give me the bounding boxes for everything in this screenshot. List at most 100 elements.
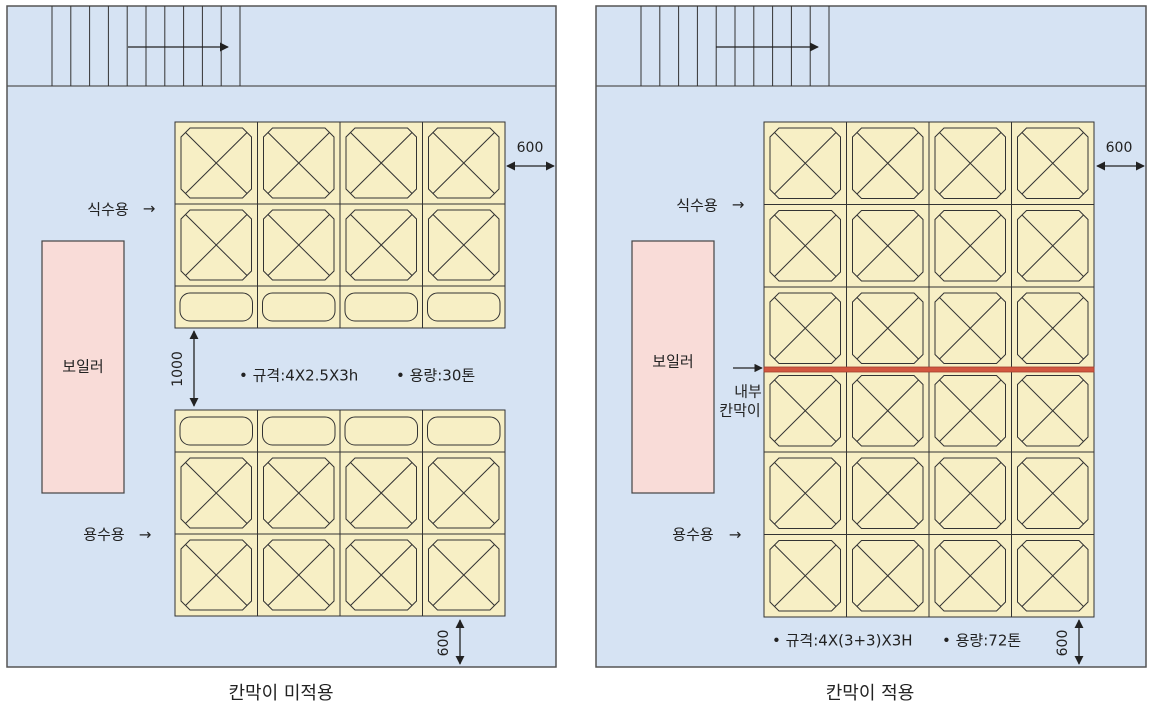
panel-reinforcement (852, 540, 924, 612)
panel-brace (267, 132, 330, 194)
panel-reinforcement (345, 127, 417, 199)
drinking-label: 식수용 (676, 197, 717, 215)
panel-reinforcement (934, 375, 1006, 447)
panel-brace (856, 379, 919, 442)
panel-brace (267, 214, 330, 276)
panel-reinforcement (1017, 292, 1089, 364)
panel-reinforcement (345, 539, 417, 611)
panel-brace (432, 214, 495, 276)
caption-no-partition: 칸막이 미적용 (228, 683, 333, 704)
panel-brace (774, 462, 837, 525)
utility-arrow: → (139, 526, 152, 544)
panel-reinforcement (180, 127, 252, 199)
panel-brace (350, 462, 413, 524)
partition-label-line1: 내부 (734, 383, 762, 401)
spec-text: • 규격:4X(3+3)X3H (772, 632, 913, 650)
bottom-clearance-value: 600 (1055, 630, 1071, 657)
caption-with-partition: 칸막이 적용 (826, 683, 915, 704)
capacity-text: • 용량:72톤 (942, 632, 1021, 650)
panel-brace (267, 462, 330, 524)
panel-brace (774, 544, 837, 607)
panel-brace (432, 462, 495, 524)
panel-reinforcement (428, 127, 500, 199)
panel-brace (939, 214, 1002, 277)
panel-with-partition: 보일러 내부 칸막이 식수용 → 용수용 → 600 • 규격:4X(3+3)X… (595, 5, 1147, 704)
panel-reinforcement (769, 375, 841, 447)
panel-brace (267, 544, 330, 606)
panel-brace (185, 462, 248, 524)
stairs (51, 6, 241, 86)
panel-brace (774, 379, 837, 442)
panel-brace (432, 132, 495, 194)
tank-gap-value: 1000 (170, 351, 186, 387)
panel-brace (856, 132, 919, 195)
panel-brace (350, 544, 413, 606)
panel-reinforcement (852, 375, 924, 447)
panel-brace (1021, 132, 1084, 195)
panel-brace (774, 297, 837, 360)
panel-rib (262, 292, 336, 322)
panel-rib (344, 416, 418, 446)
panel-reinforcement (1017, 457, 1089, 529)
combined-water-tank (763, 121, 1095, 618)
panel-reinforcement (934, 457, 1006, 529)
panel-reinforcement (852, 127, 924, 199)
panel-reinforcement (263, 539, 335, 611)
panel-reinforcement (852, 210, 924, 282)
panel-reinforcement (769, 540, 841, 612)
panel-reinforcement (345, 457, 417, 529)
panel-brace (1021, 214, 1084, 277)
boiler (41, 240, 125, 494)
partition-label-line2: 칸막이 (719, 402, 760, 420)
panel-reinforcement (769, 457, 841, 529)
drinking-label: 식수용 (87, 201, 128, 219)
panel-brace (350, 214, 413, 276)
boiler (631, 240, 715, 494)
panel-brace (856, 297, 919, 360)
spec-text: • 규격:4X2.5X3h (239, 367, 358, 385)
panel-rib (427, 292, 501, 322)
drinking-water-tank (174, 121, 506, 329)
panel-brace (185, 214, 248, 276)
panel-brace (939, 297, 1002, 360)
drinking-arrow: → (732, 196, 745, 214)
utility-arrow: → (729, 526, 742, 544)
panel-reinforcement (769, 210, 841, 282)
panel-brace (350, 132, 413, 194)
panel-reinforcement (852, 457, 924, 529)
utility-label: 용수용 (672, 526, 713, 544)
panel-reinforcement (180, 539, 252, 611)
panel-brace (185, 132, 248, 194)
utility-water-tank (174, 409, 506, 617)
panel-reinforcement (769, 127, 841, 199)
bottom-clearance-value: 600 (436, 630, 452, 657)
panel-reinforcement (180, 457, 252, 529)
panel-reinforcement (263, 209, 335, 281)
panel-brace (1021, 297, 1084, 360)
panel-reinforcement (428, 539, 500, 611)
panel-reinforcement (428, 457, 500, 529)
panel-rib (262, 416, 336, 446)
panel-reinforcement (1017, 375, 1089, 447)
boiler-label: 보일러 (652, 353, 693, 371)
panel-brace (856, 544, 919, 607)
panel-no-partition: 보일러 식수용 → 용수용 → 600 1000 • 규격:4X2.5X3h •… (6, 5, 557, 704)
panel-rib (344, 292, 418, 322)
panel-brace (774, 214, 837, 277)
panel-brace (939, 132, 1002, 195)
capacity-text: • 용량:30톤 (396, 367, 475, 385)
panel-reinforcement (428, 209, 500, 281)
panel-brace (939, 379, 1002, 442)
panel-brace (774, 132, 837, 195)
panel-reinforcement (934, 127, 1006, 199)
panel-reinforcement (852, 292, 924, 364)
side-clearance-value: 600 (1106, 140, 1133, 156)
stairs (640, 6, 830, 86)
panel-brace (1021, 462, 1084, 525)
panel-brace (1021, 544, 1084, 607)
panel-reinforcement (934, 292, 1006, 364)
panel-rib (179, 292, 253, 322)
panel-brace (856, 462, 919, 525)
utility-label: 용수용 (83, 526, 124, 544)
